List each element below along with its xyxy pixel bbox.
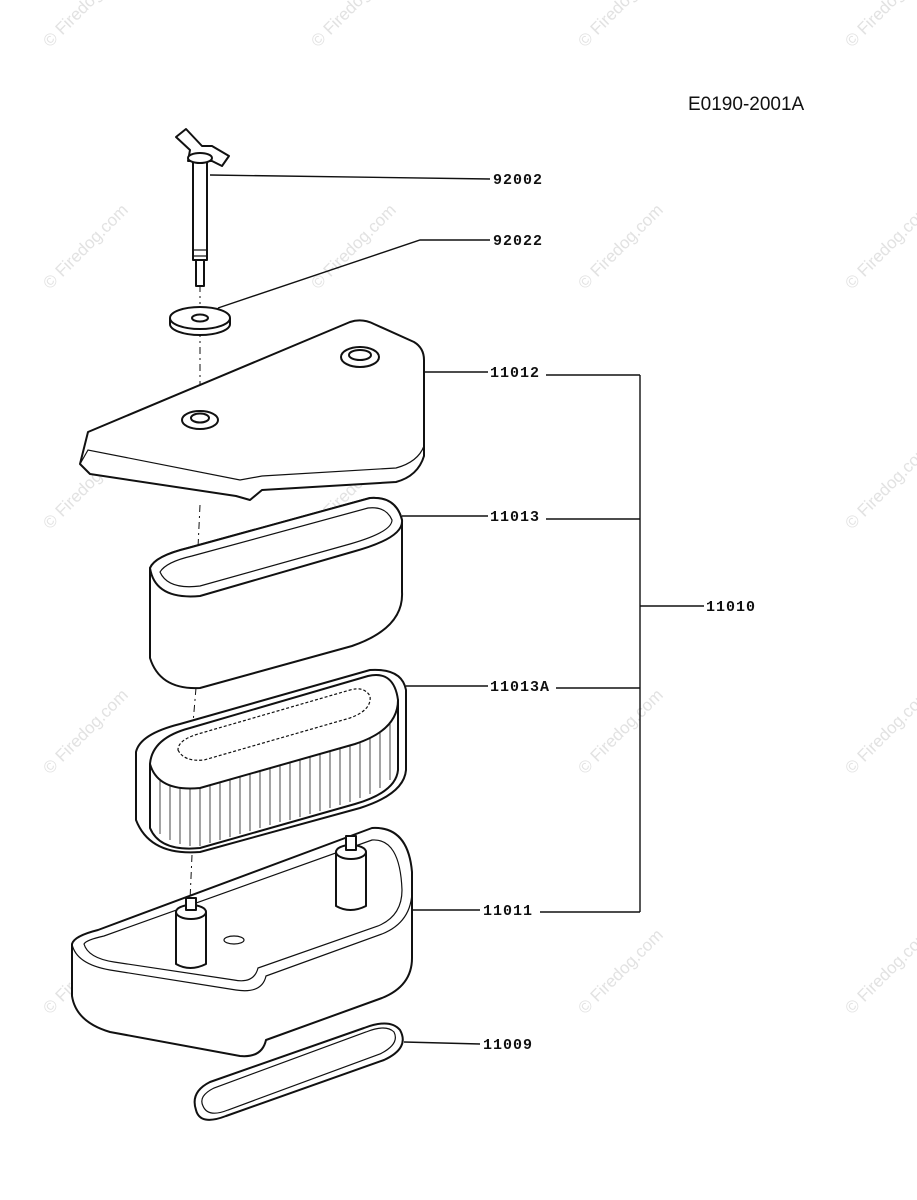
callout-labels: 92002 92022 11012 11013 11013A 11010 110… <box>483 172 756 1054</box>
bolt-tip <box>195 259 205 287</box>
callout-92002: 92002 <box>493 172 543 189</box>
cover-shell <box>79 319 425 501</box>
watermark: © Firedog.com <box>307 0 399 51</box>
base-stud-rear <box>335 852 367 911</box>
watermark: © Firedog.com <box>574 925 666 1017</box>
watermark: © Firedog.com <box>39 200 131 292</box>
watermark: © Firedog.com <box>841 200 917 292</box>
cover-part <box>79 319 425 501</box>
watermark: © Firedog.com <box>574 0 666 51</box>
washer-part <box>169 306 231 336</box>
callout-92022: 92022 <box>493 233 543 250</box>
wing-collar <box>187 152 213 164</box>
element-top-rim <box>149 674 399 790</box>
pre-cleaner-top <box>149 496 404 598</box>
cover-edge <box>79 445 425 481</box>
diagram-code: E0190-2001A <box>688 94 805 115</box>
base-drain-slot <box>223 935 245 945</box>
pre-cleaner-part <box>149 496 404 690</box>
base-stud-front <box>175 912 207 969</box>
pre-cleaner-inner <box>159 507 393 588</box>
watermark: © Firedog.com <box>841 440 917 532</box>
base-rim-inner <box>83 839 403 982</box>
gasket-ring-inner <box>201 1027 396 1114</box>
base-stud-front-pin <box>185 897 197 911</box>
gasket-part <box>193 1022 404 1121</box>
watermark: © Firedog.com <box>841 685 917 777</box>
gasket-ring-outer <box>193 1022 404 1121</box>
watermark: © Firedog.com <box>307 200 399 292</box>
base-part <box>71 826 413 1058</box>
assembly-axis <box>189 854 193 901</box>
watermark: © Firedog.com <box>39 0 131 51</box>
watermark: © Firedog.com <box>841 925 917 1017</box>
callout-11011: 11011 <box>483 903 533 920</box>
base-rim-outer <box>71 889 413 992</box>
watermark: © Firedog.com <box>574 200 666 292</box>
cover-boss-hole <box>348 349 372 361</box>
cover-bolt-hole <box>190 412 210 424</box>
leader-lines <box>209 174 704 1045</box>
watermark: © Firedog.com <box>574 685 666 777</box>
filter-element-part <box>135 668 407 854</box>
leader-92002 <box>209 174 491 180</box>
callout-11013: 11013 <box>490 509 540 526</box>
callout-11009: 11009 <box>483 1037 533 1054</box>
base-stud-rear-pin <box>345 835 357 851</box>
watermark: © Firedog.com <box>39 685 131 777</box>
element-mesh <box>177 688 371 761</box>
callout-11010: 11010 <box>706 599 756 616</box>
bolt-shaft <box>192 159 208 261</box>
leader-92022 <box>217 239 490 309</box>
washer-hole <box>191 313 209 323</box>
watermark: © Firedog.com <box>841 0 917 51</box>
callout-11013A: 11013A <box>490 679 550 696</box>
watermark-layer: © Firedog.com © Firedog.com © Firedog.co… <box>39 0 917 1018</box>
leader-11009 <box>403 1041 481 1045</box>
wing-bolt-part <box>175 128 230 287</box>
callout-11012: 11012 <box>490 365 540 382</box>
